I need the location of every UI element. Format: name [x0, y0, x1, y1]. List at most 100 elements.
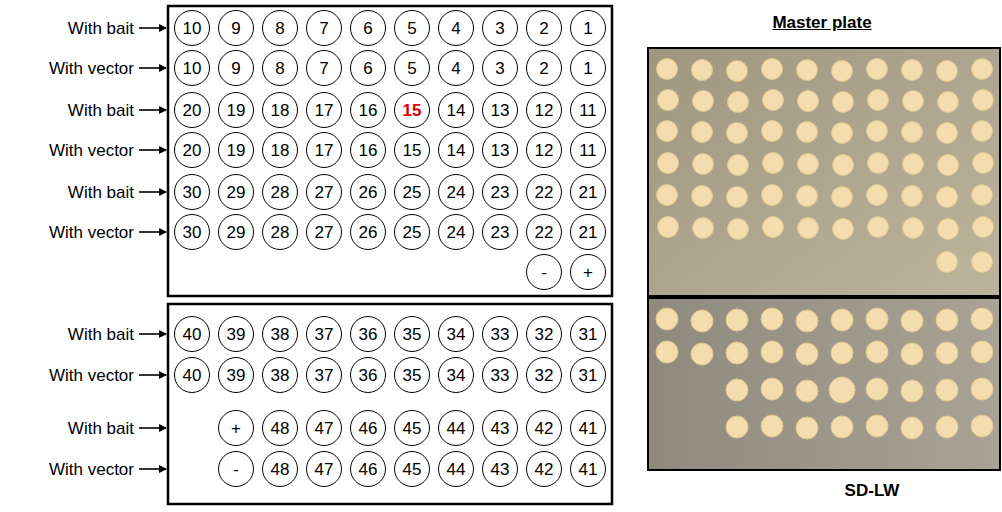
clone-circle: 16 — [350, 132, 386, 168]
yeast-colony — [972, 59, 993, 80]
clone-number: 9 — [231, 20, 240, 37]
yeast-colony — [796, 310, 818, 332]
clone-circle: 9 — [218, 50, 254, 86]
yeast-colony — [658, 217, 679, 238]
clone-number: 12 — [535, 142, 554, 159]
clone-circle: 20 — [174, 132, 210, 168]
row-label: With bait — [68, 420, 134, 437]
clone-circle: + — [570, 254, 606, 290]
row-label: With bait — [68, 102, 134, 119]
yeast-colony — [831, 416, 853, 438]
yeast-colony — [832, 123, 853, 144]
row-arrow — [139, 468, 166, 470]
clone-circle: 39 — [218, 316, 254, 352]
clone-circle: 22 — [526, 174, 562, 210]
clone-circle: 29 — [218, 214, 254, 250]
clone-circle: 28 — [262, 174, 298, 210]
clone-number: 15 — [403, 142, 422, 159]
clone-number: 4 — [451, 60, 460, 77]
row-arrow — [139, 149, 166, 151]
clone-number: 20 — [183, 102, 202, 119]
yeast-colony — [867, 185, 888, 206]
clone-circle: 33 — [482, 316, 518, 352]
clone-number: 42 — [535, 461, 554, 478]
yeast-colony — [971, 341, 993, 363]
yeast-colony — [692, 122, 713, 143]
yeast-colony — [829, 377, 855, 403]
clone-number: 33 — [491, 326, 510, 343]
clone-number: 19 — [227, 142, 246, 159]
row-arrow — [139, 109, 166, 111]
clone-number: 45 — [403, 420, 422, 437]
clone-circle: 25 — [394, 174, 430, 210]
yeast-colony — [692, 60, 713, 81]
clone-number: 1 — [583, 60, 592, 77]
row-label: With bait — [68, 326, 134, 343]
row-label: With vector — [49, 60, 134, 77]
clone-number: 12 — [535, 102, 554, 119]
clone-circle: 7 — [306, 10, 342, 46]
clone-number: 26 — [359, 224, 378, 241]
clone-number: 43 — [491, 420, 510, 437]
clone-number: + — [231, 420, 241, 437]
clone-circle: 26 — [350, 214, 386, 250]
clone-circle: - — [218, 451, 254, 487]
clone-circle: 3 — [482, 10, 518, 46]
yeast-colony — [833, 155, 854, 176]
clone-circle: 6 — [350, 50, 386, 86]
clone-number: 11 — [579, 142, 597, 159]
clone-circle: 18 — [262, 92, 298, 128]
clone-number: 44 — [447, 420, 466, 437]
clone-circle: 14 — [438, 132, 474, 168]
row-arrow — [139, 27, 166, 29]
clone-number: 46 — [359, 420, 378, 437]
yeast-colony — [763, 217, 784, 238]
yeast-colony — [797, 122, 818, 143]
clone-number: 4 — [451, 20, 460, 37]
clone-number: 19 — [227, 102, 246, 119]
clone-number: 37 — [315, 326, 334, 343]
clone-circle: 20 — [174, 92, 210, 128]
clone-number: - — [233, 461, 239, 478]
clone-number: 25 — [403, 224, 422, 241]
yeast-colony — [657, 121, 678, 142]
yeast-colony — [972, 185, 993, 206]
clone-circle: 39 — [218, 357, 254, 393]
clone-number: 18 — [271, 102, 290, 119]
clone-number: 2 — [539, 20, 548, 37]
clone-number: 24 — [447, 184, 466, 201]
clone-circle: 21 — [570, 214, 606, 250]
clone-circle: - — [526, 254, 562, 290]
clone-circle: 5 — [394, 10, 430, 46]
clone-number: 30 — [183, 184, 202, 201]
clone-circle: 35 — [394, 316, 430, 352]
clone-number: 10 — [183, 60, 202, 77]
clone-number: 5 — [407, 60, 416, 77]
yeast-colony — [903, 91, 924, 112]
clone-number: 46 — [359, 461, 378, 478]
clone-circle: 34 — [438, 316, 474, 352]
clone-number: 28 — [271, 184, 290, 201]
plate-photo — [648, 48, 1000, 470]
clone-number: 24 — [447, 224, 466, 241]
clone-circle: 6 — [350, 10, 386, 46]
yeast-colony — [656, 308, 678, 330]
yeast-colony — [797, 60, 818, 81]
clone-circle: 32 — [526, 357, 562, 393]
yeast-colony — [902, 186, 923, 207]
yeast-colony — [832, 61, 853, 82]
yeast-colony — [937, 61, 958, 82]
yeast-colony — [901, 310, 923, 332]
yeast-colony — [938, 219, 959, 240]
yeast-colony — [762, 185, 783, 206]
clone-circle: 46 — [350, 451, 386, 487]
clone-circle: 4 — [438, 50, 474, 86]
clone-number: 35 — [403, 326, 422, 343]
clone-circle: 40 — [174, 357, 210, 393]
yeast-colony — [796, 380, 818, 402]
clone-circle: 1 — [570, 10, 606, 46]
clone-number: 45 — [403, 461, 422, 478]
yeast-colony — [728, 155, 749, 176]
clone-number: 37 — [315, 367, 334, 384]
clone-circle: 12 — [526, 132, 562, 168]
